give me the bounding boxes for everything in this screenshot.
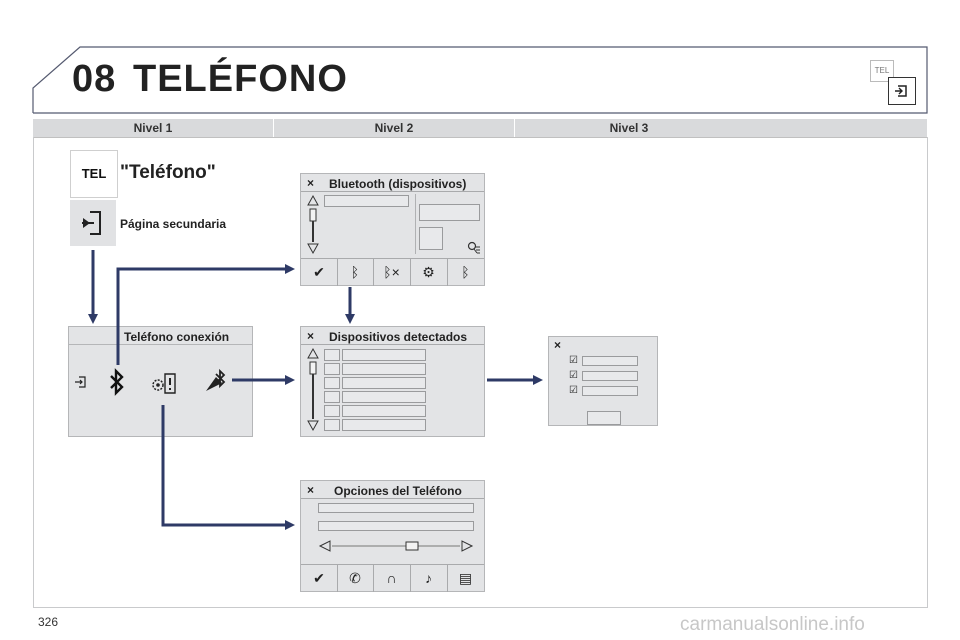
page-number: 326 [38,615,59,629]
device-list [324,349,429,433]
bluetooth-connect-icon[interactable]: ᛒ [337,259,374,286]
secondary-page-button[interactable] [70,200,116,246]
search-icon[interactable] [467,241,481,255]
ringtone-icon[interactable]: ♪ [410,565,448,592]
ok-button[interactable] [587,411,621,425]
tel-button[interactable]: TEL [70,150,118,198]
content-frame [33,137,928,608]
checkbox-item[interactable]: ☑ [569,370,638,381]
dispositivos-detectados-panel: × Dispositivos detectados [300,326,485,437]
list-item[interactable] [324,377,429,389]
list-item[interactable] [324,405,429,417]
page-title: TELÉFONO [133,58,348,100]
bluetooth-icon[interactable] [108,368,126,396]
level-1-header: Nivel 1 [133,121,173,135]
divider [301,191,484,192]
bluetooth-pair-icon[interactable] [202,368,232,395]
telefono-label: "Teléfono" [120,162,216,183]
level-divider [514,119,515,137]
level-divider [273,119,274,137]
scrollbar[interactable] [305,194,321,256]
list-item[interactable] [324,391,429,403]
close-icon[interactable]: × [554,338,562,352]
close-icon[interactable]: × [307,176,315,190]
panel-title: Dispositivos detectados [329,330,468,344]
level-2-header: Nivel 2 [374,121,414,135]
panel-title: Teléfono conexión [124,330,230,344]
back-icon[interactable] [74,375,88,389]
memory-icon[interactable]: ▤ [458,570,473,586]
divider [415,194,416,254]
list-item[interactable] [324,363,429,375]
device-list-item[interactable] [324,195,409,207]
option-field[interactable] [318,521,474,531]
list-item[interactable] [324,419,429,431]
settings-icon[interactable] [149,371,179,395]
arrow-conexion-to-bluetooth [116,264,295,365]
check-icon[interactable]: ✔ [301,259,338,286]
slider[interactable] [318,539,474,553]
level3-panel: × ☑ ☑ ☑ [548,336,658,426]
close-icon[interactable]: × [307,483,315,497]
checkbox-item[interactable]: ☑ [569,385,638,396]
call-log-icon[interactable]: ✆ [337,565,374,592]
chapter-number: 08 [72,58,117,100]
level-3-header: Nivel 3 [609,121,649,135]
close-icon[interactable]: × [307,329,315,343]
divider [69,344,252,345]
back-icon [82,211,101,235]
panel-title: Bluetooth (dispositivos) [329,177,467,191]
bluetooth-settings-icon[interactable]: ᛒ [461,264,470,280]
divider [301,344,484,345]
panel-title: Opciones del Teléfono [334,484,462,498]
opciones-telefono-panel: × Opciones del Teléfono ✔ ✆ ∩ ♪ ▤ [300,480,485,592]
watermark: carmanualsonline.info [680,614,865,635]
button-row: ✔ ᛒ ᛒ× ⚙ ᛒ [301,258,484,286]
header-frame [32,46,928,114]
bluetooth-disconnect-icon[interactable]: ᛒ× [373,259,411,286]
checkbox-item[interactable]: ☑ [569,355,638,366]
levels-bar: Nivel 1 Nivel 2 Nivel 3 [33,119,927,138]
check-icon[interactable]: ✔ [301,565,338,592]
secondary-page-label: Página secundaria [120,217,227,231]
button-row: ✔ ✆ ∩ ♪ ▤ [301,564,484,592]
tel-badge: TEL [870,60,894,82]
scrollbar[interactable] [305,347,321,435]
divider [301,498,484,499]
checkbox-list: ☑ ☑ ☑ [569,355,638,396]
back-icon [888,77,916,105]
bluetooth-panel: × Bluetooth (dispositivos) ✔ ᛒ ᛒ× ⚙ ᛒ [300,173,485,286]
device-info-field [419,204,480,221]
list-item[interactable] [324,349,429,361]
phone-settings-icon[interactable]: ⚙ [410,259,448,286]
headset-icon[interactable]: ∩ [373,565,411,592]
arrow-conexion-to-opciones [161,405,295,530]
option-field[interactable] [318,503,474,513]
device-image [419,227,443,250]
